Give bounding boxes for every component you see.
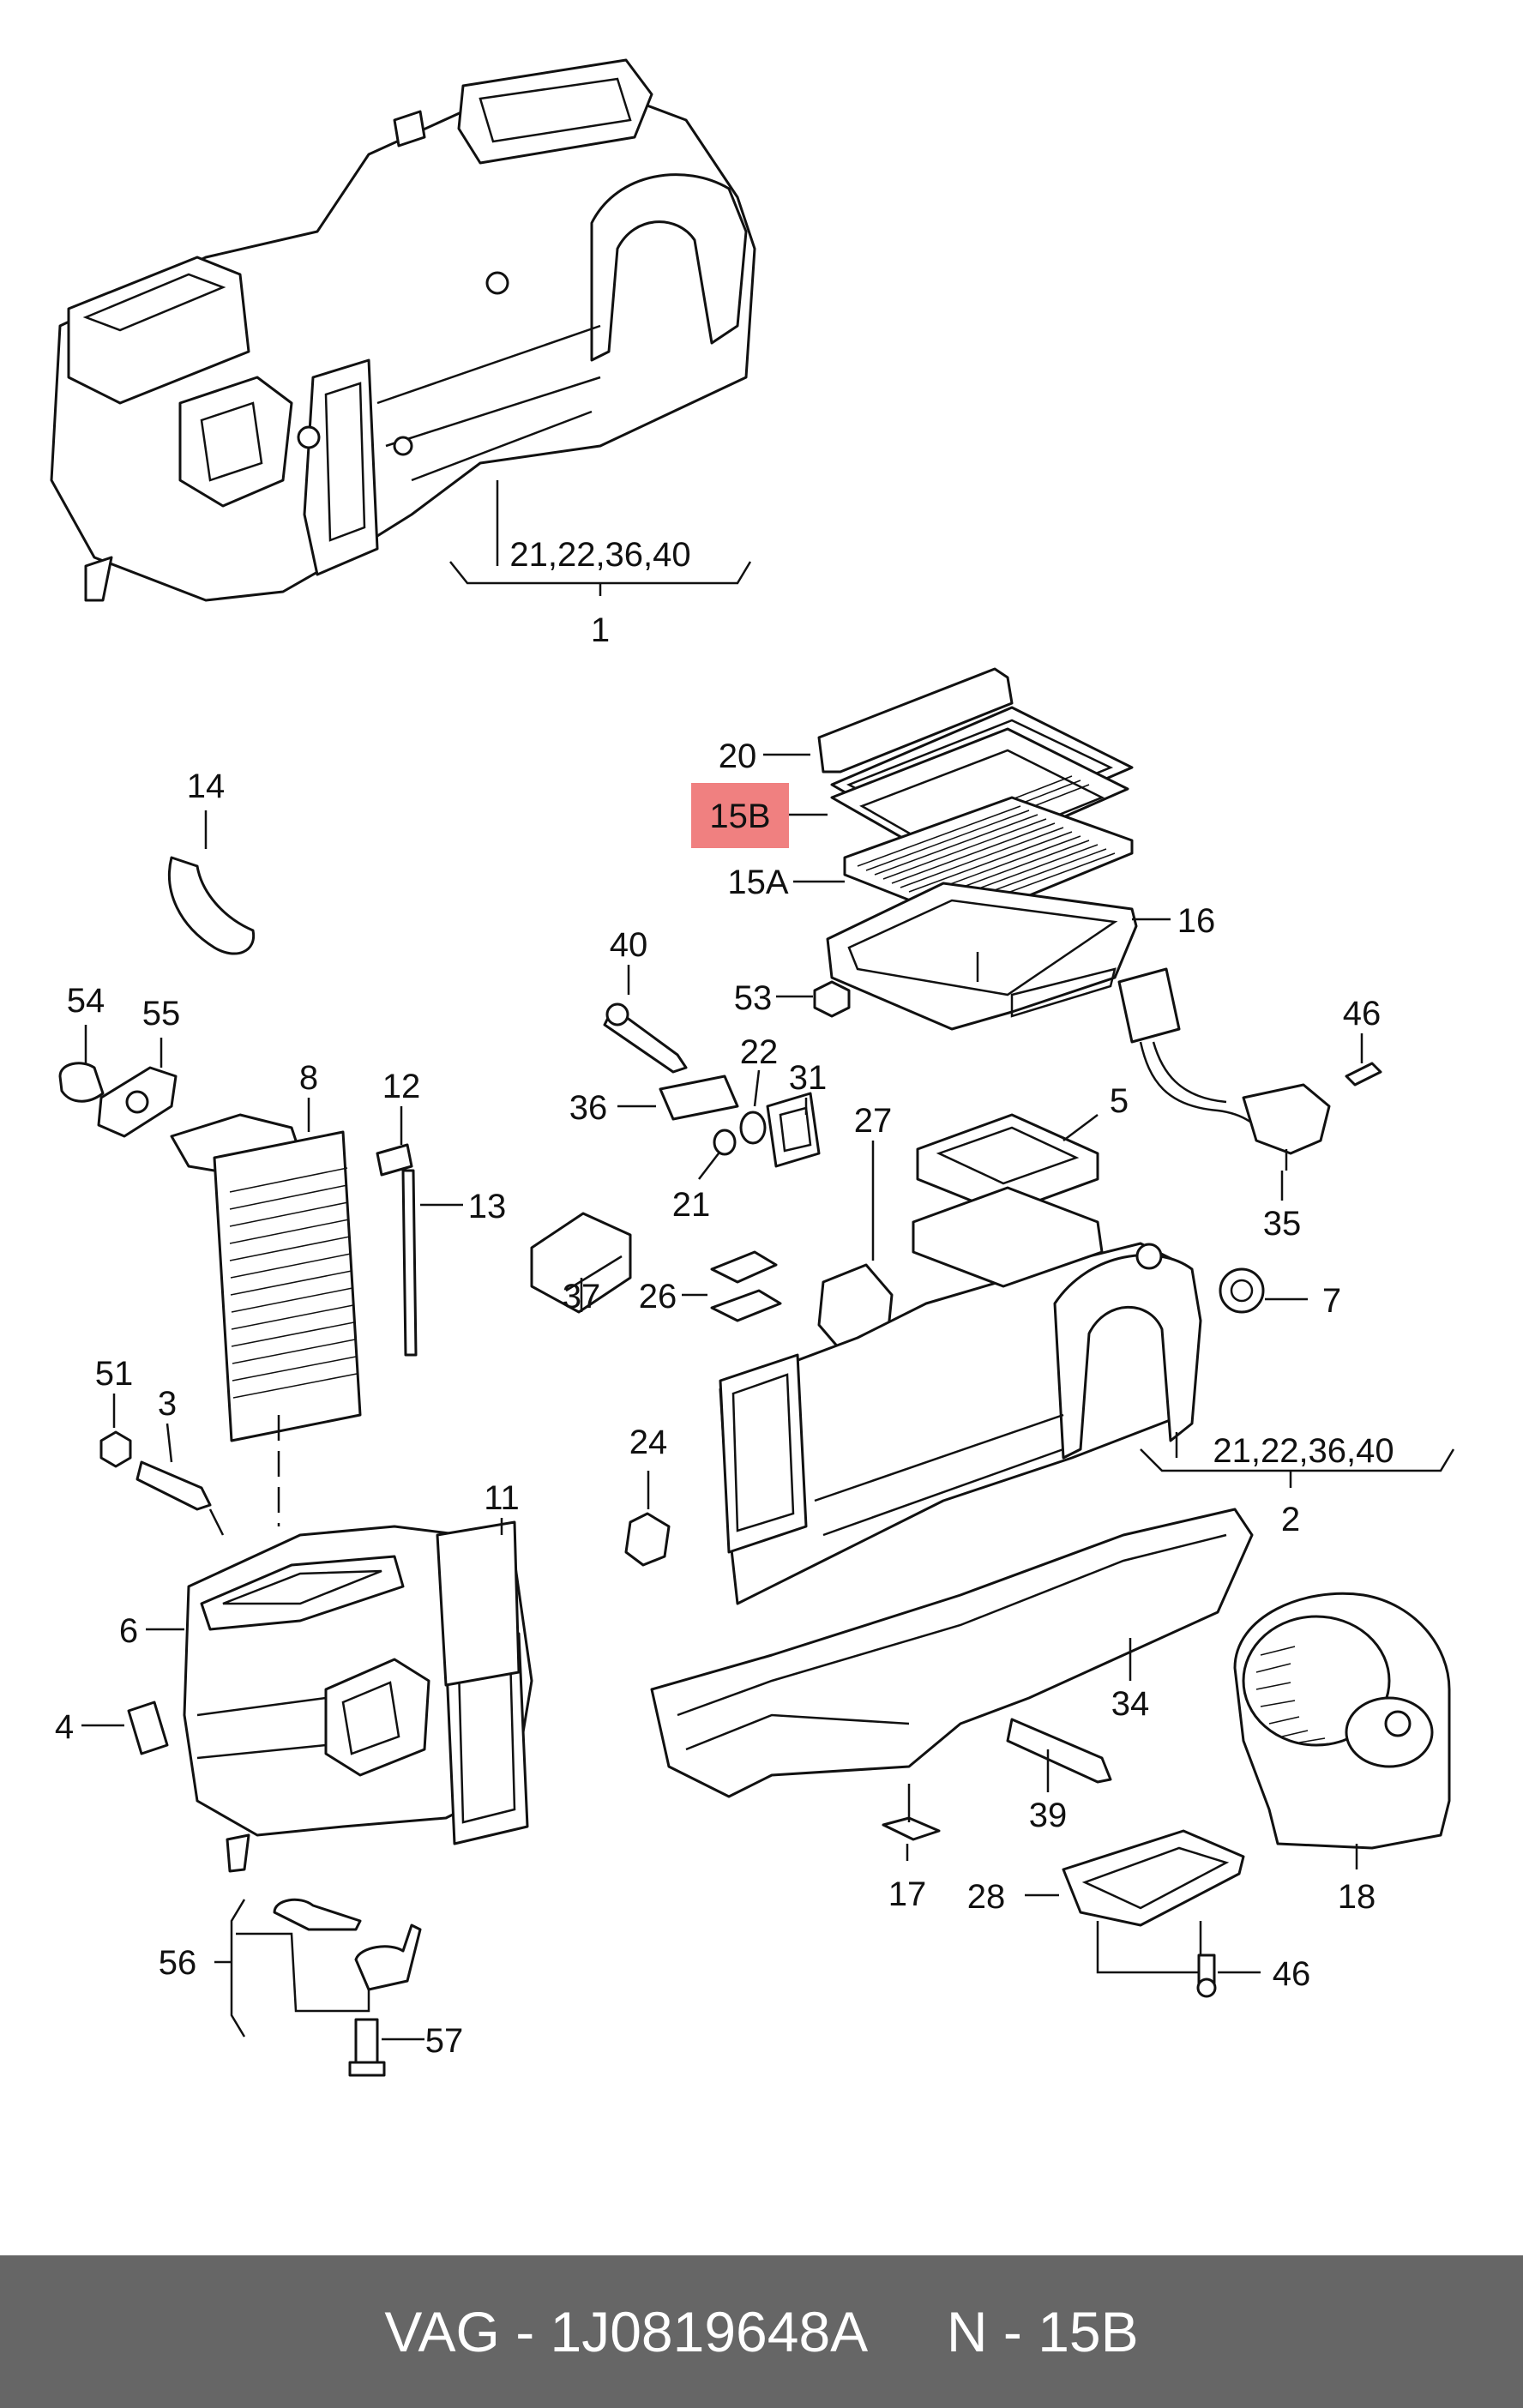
- callout-20: 20: [719, 737, 757, 775]
- leader-21: [698, 1153, 719, 1180]
- callout-46-upper: 46: [1343, 995, 1382, 1032]
- filter-housing-16: [826, 882, 1138, 1031]
- leader-3: [166, 1423, 225, 1536]
- lower-cover-34: [650, 1508, 1254, 1798]
- callout-15A: 15A: [727, 864, 788, 901]
- callout-31: 31: [789, 1059, 828, 1097]
- callout-group-2-refs: 21,22,36,40: [1213, 1432, 1394, 1470]
- callout-18: 18: [1338, 1878, 1376, 1916]
- cover-37: [530, 1212, 632, 1314]
- callout-1: 1: [591, 611, 610, 649]
- bracket-56: [214, 1899, 246, 2038]
- hose-39: [1006, 1718, 1112, 1784]
- nut-24: [624, 1512, 671, 1567]
- heat-exchanger-8: [170, 1113, 362, 1442]
- callout-13: 13: [468, 1188, 507, 1225]
- callout-55: 55: [142, 995, 181, 1032]
- callout-40: 40: [610, 926, 648, 964]
- callout-22: 22: [740, 1033, 779, 1071]
- callout-39: 39: [1029, 1797, 1068, 1834]
- screw-46-upper: [1345, 1062, 1382, 1087]
- callout-56: 56: [159, 1944, 197, 1982]
- leader-22: [753, 1069, 761, 1107]
- callout-36: 36: [569, 1089, 608, 1127]
- footer-spacer: [868, 2299, 947, 2364]
- callout-37-label: 37: [563, 1278, 601, 1315]
- gasket-31: [766, 1092, 821, 1168]
- callout-35: 35: [1263, 1205, 1302, 1243]
- bracket-group-2: [1140, 1448, 1455, 1488]
- hose-clamp-54: [58, 1062, 105, 1103]
- o-ring-22: [739, 1111, 767, 1145]
- evaporator-housing-assembly: [719, 1113, 1202, 1605]
- callout-4: 4: [55, 1708, 74, 1746]
- callout-5: 5: [1110, 1082, 1129, 1120]
- stud-3: [135, 1460, 212, 1511]
- callout-12: 12: [382, 1068, 421, 1105]
- callout-26: 26: [639, 1278, 677, 1315]
- callout-53: 53: [734, 979, 773, 1017]
- nut-53: [813, 980, 851, 1018]
- callout-28: 28: [967, 1878, 1006, 1916]
- linkage-26: [710, 1250, 782, 1322]
- fastener-17: [882, 1816, 941, 1841]
- callout-34: 34: [1111, 1685, 1150, 1723]
- o-ring-21: [713, 1129, 737, 1156]
- callout-8: 8: [299, 1059, 318, 1097]
- hose-clip-56: [273, 1898, 422, 1991]
- callout-7: 7: [1322, 1282, 1341, 1320]
- parts-diagram: 21,22,36,40 1 20 15B 15A 16 14 40 53: [50, 58, 1455, 2077]
- callout-21: 21: [672, 1186, 711, 1224]
- callout-27: 27: [854, 1102, 893, 1140]
- callout-group-1-refs: 21,22,36,40: [509, 536, 690, 574]
- bolt-40: [603, 1002, 688, 1074]
- actuator-36: [659, 1075, 739, 1121]
- callout-15B: 15B: [709, 798, 770, 835]
- callout-57: 57: [425, 2022, 464, 2060]
- heater-housing-assembly-bottom: [183, 1520, 533, 1873]
- grommet-7: [1219, 1267, 1265, 1314]
- blower-motor-18: [1233, 1592, 1451, 1850]
- callout-46-lower: 46: [1273, 1955, 1311, 1993]
- footer-position-ref: N - 15B: [946, 2300, 1139, 2363]
- callout-14: 14: [187, 768, 226, 805]
- callout-11: 11: [484, 1479, 520, 1517]
- callout-51: 51: [95, 1355, 134, 1393]
- screw-57: [348, 2018, 386, 2077]
- callout-17: 17: [888, 1875, 927, 1913]
- callout-54: 54: [67, 982, 105, 1020]
- callout-16: 16: [1177, 902, 1216, 940]
- clip-12: [376, 1143, 413, 1177]
- wiring-harness-35: [1117, 967, 1331, 1171]
- callout-6: 6: [119, 1612, 138, 1650]
- seal-strip-13: [401, 1169, 418, 1357]
- leader-56: [236, 1932, 370, 2013]
- highlight-15B: [691, 783, 789, 848]
- clip-4: [127, 1701, 169, 1755]
- clamp-band-14: [167, 856, 256, 955]
- leader-5: [1062, 1114, 1099, 1141]
- nut-51: [99, 1430, 132, 1468]
- callout-2: 2: [1281, 1501, 1300, 1538]
- cabin-filter-15A: [843, 796, 1134, 924]
- control-unit-28: [1062, 1829, 1245, 1974]
- footer-part-number: VAG - 1J0819648A: [384, 2300, 869, 2363]
- callout-24: 24: [629, 1424, 668, 1461]
- part-number-footer: VAG - 1J0819648A N - 15B: [0, 2255, 1523, 2408]
- heater-housing-assembly-top: [50, 58, 756, 602]
- bracket-group-1: [449, 561, 752, 596]
- callout-3: 3: [158, 1385, 177, 1423]
